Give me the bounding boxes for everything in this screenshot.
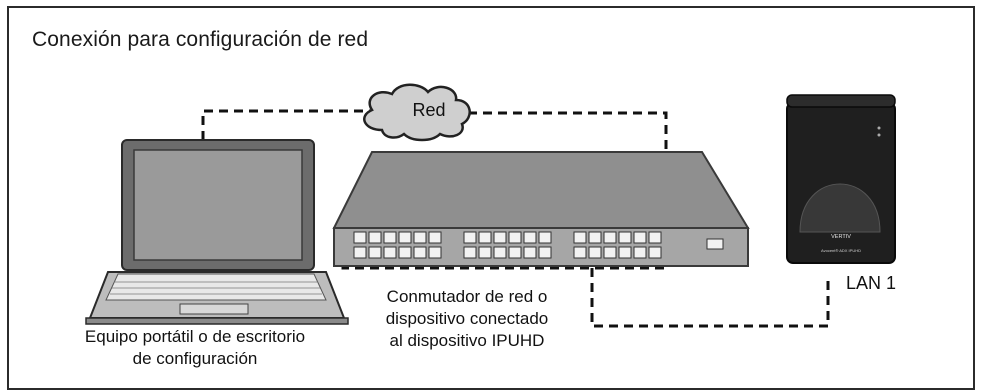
switch-label-line3: al dispositivo IPUHD <box>389 331 545 350</box>
switch-port <box>633 246 647 259</box>
switch-port <box>508 231 522 244</box>
laptop-icon <box>85 139 349 325</box>
switch-port <box>588 231 602 244</box>
laptop-label-line1: Equipo portátil o de escritorio <box>84 327 306 346</box>
switch-port <box>463 231 477 244</box>
switch-port <box>368 246 382 259</box>
switch-port <box>353 246 367 259</box>
switch-port <box>523 231 537 244</box>
switch-port <box>478 246 492 259</box>
laptop-to-cloud-line <box>201 109 370 140</box>
laptop-label-line2: de configuración <box>132 349 258 368</box>
switch-port <box>618 246 632 259</box>
switch-port <box>538 246 552 259</box>
switch-port <box>383 246 397 259</box>
cloud-to-switch-line <box>468 111 668 238</box>
network-switch-icon <box>332 151 750 267</box>
switch-port <box>618 231 632 244</box>
diagram-title: Conexión para configuración de red <box>32 28 369 51</box>
switch-port <box>463 246 477 259</box>
switch-port <box>588 246 602 259</box>
device-model: Avocent® ADX IPUHD <box>821 248 861 253</box>
switch-port <box>353 231 367 244</box>
switch-port <box>573 246 587 259</box>
switch-port <box>538 231 552 244</box>
switch-port <box>603 246 617 259</box>
switch-label-line2: dispositivo conectado <box>385 309 549 328</box>
switch-port <box>493 231 507 244</box>
switch-port <box>383 231 397 244</box>
switch-port <box>648 231 662 244</box>
lan-port-label: LAN 1 <box>846 273 897 293</box>
switch-port <box>413 231 427 244</box>
switch-ports <box>353 231 662 259</box>
switch-port <box>478 231 492 244</box>
switch-port <box>648 246 662 259</box>
device-brand: VERTIV <box>831 234 851 240</box>
switch-port <box>398 231 412 244</box>
switch-port <box>428 231 442 244</box>
switch-label: Conmutador de red o dispositivo conectad… <box>352 286 582 352</box>
cloud-icon <box>363 83 471 142</box>
switch-port <box>523 246 537 259</box>
switch-port <box>508 246 522 259</box>
switch-to-device-line <box>590 268 830 328</box>
switch-port <box>493 246 507 259</box>
ipuhd-device-icon: VERTIV Avocent® ADX IPUHD <box>786 94 896 264</box>
switch-port <box>398 246 412 259</box>
uplink-port <box>706 238 724 250</box>
switch-port <box>428 246 442 259</box>
switch-label-line1: Conmutador de red o <box>386 287 548 306</box>
switch-port <box>603 231 617 244</box>
network-diagram: VERTIV Avocent® ADX IPUHD <box>85 83 896 328</box>
switch-port <box>413 246 427 259</box>
switch-port <box>573 231 587 244</box>
switch-port <box>368 231 382 244</box>
laptop-label: Equipo portátil o de escritorio de confi… <box>45 326 345 370</box>
switch-port <box>633 231 647 244</box>
cloud-label: Red <box>412 100 446 120</box>
